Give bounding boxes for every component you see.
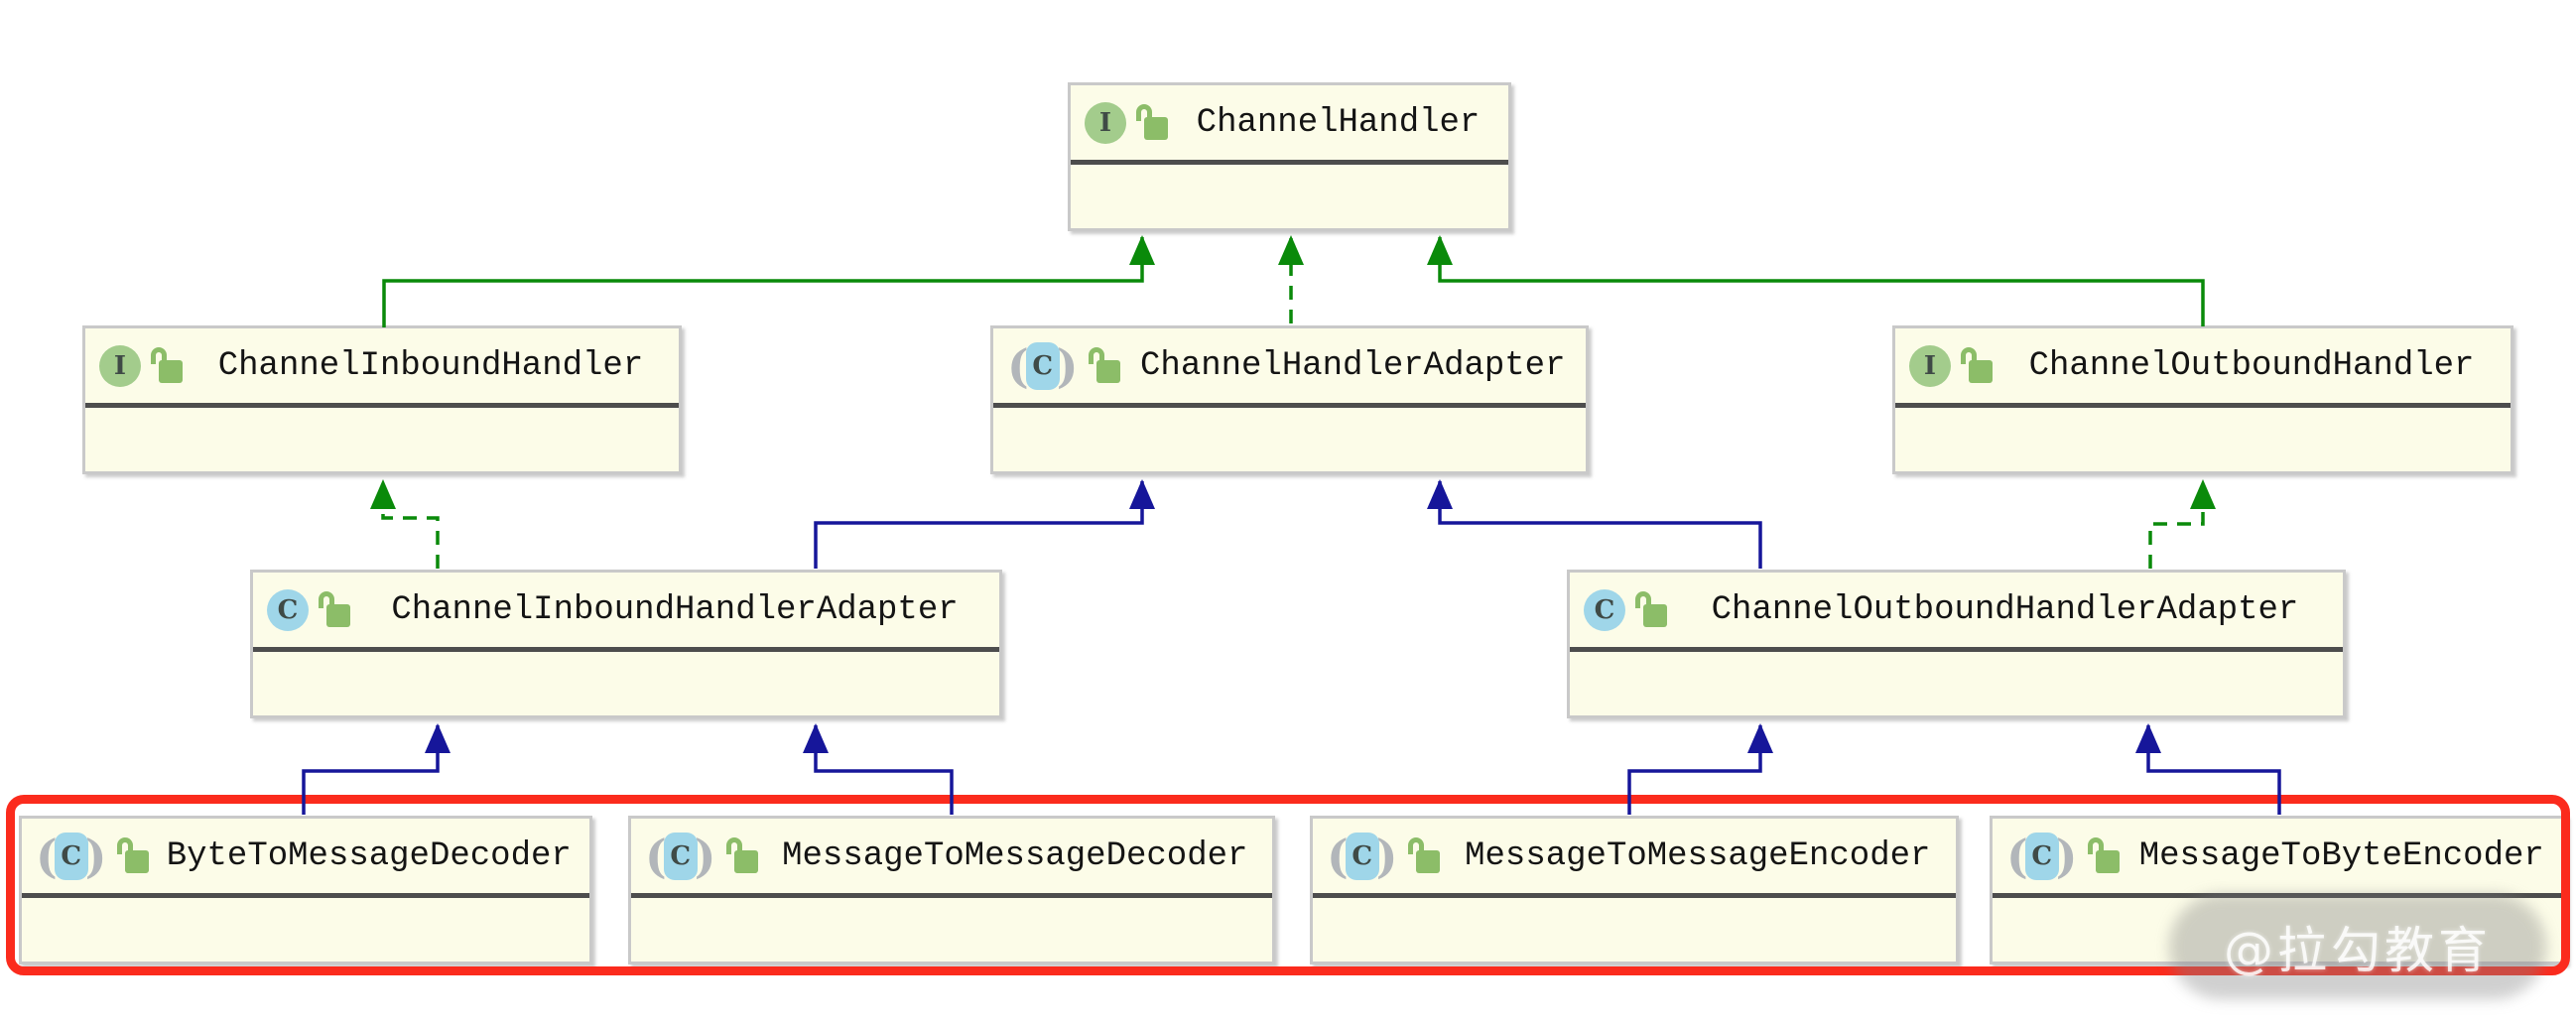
- class-name: MessageToMessageDecoder: [782, 836, 1248, 875]
- highlight-rectangle: [6, 795, 2570, 975]
- abstract-class-icon: ( C ): [645, 829, 716, 883]
- class-box-channelinboundhandleradapter[interactable]: C ChannelInboundHandlerAdapter: [250, 570, 1002, 718]
- interface-icon: I: [1085, 101, 1126, 144]
- class-header: ( C ) MessageToMessageDecoder: [631, 819, 1272, 898]
- unlock-icon: [116, 835, 153, 877]
- unlock-icon: [1088, 345, 1124, 387]
- class-box-messagetomessageencoder[interactable]: ( C ) MessageToMessageEncoder: [1310, 816, 1959, 964]
- class-box-channelhandleradapter[interactable]: ( C ) ChannelHandlerAdapter: [990, 325, 1589, 474]
- class-header: ( C ) ChannelHandlerAdapter: [993, 328, 1586, 408]
- class-box-messagetobyteencoder[interactable]: ( C ) MessageToByteEncoder: [1990, 816, 2567, 964]
- abstract-class-icon: ( C ): [36, 829, 107, 883]
- class-header: ( C ) ByteToMessageDecoder: [22, 819, 589, 898]
- class-icon: C: [267, 588, 309, 631]
- edge-messagetomessageencoder-extends-channeloutboundhandleradapter: [1627, 723, 1773, 815]
- class-header: C ChannelOutboundHandlerAdapter: [1570, 573, 2343, 652]
- class-name: MessageToByteEncoder: [2138, 836, 2544, 875]
- edge-channeloutboundhandleradapter-extends-channelhandleradapter: [1427, 479, 1762, 569]
- class-box-bytetomessagedecoder[interactable]: ( C ) ByteToMessageDecoder: [19, 816, 592, 964]
- class-header: I ChannelOutboundHandler: [1895, 328, 2511, 408]
- unlock-icon: [725, 835, 762, 877]
- class-box-channeloutboundhandleradapter[interactable]: C ChannelOutboundHandlerAdapter: [1567, 570, 2346, 718]
- edge-bytetomessagedecoder-extends-channelinboundhandleradapter: [302, 723, 451, 815]
- unlock-icon: [319, 589, 354, 631]
- class-header: I ChannelHandler: [1071, 85, 1508, 165]
- class-name: ChannelInboundHandlerAdapter: [391, 590, 959, 629]
- edge-channeloutboundhandler-extends-channelhandler: [1427, 235, 2205, 326]
- edge-channeloutboundhandleradapter-implements-channeloutboundhandler: [2148, 479, 2216, 569]
- class-name: ChannelHandler: [1196, 103, 1481, 142]
- class-name: ChannelOutboundHandler: [2028, 346, 2475, 385]
- abstract-class-icon: ( C ): [1327, 829, 1398, 883]
- class-header: C ChannelInboundHandlerAdapter: [253, 573, 999, 652]
- interface-icon: I: [1909, 344, 1951, 387]
- class-name: ChannelOutboundHandlerAdapter: [1711, 590, 2299, 629]
- class-box-channelhandler[interactable]: I ChannelHandler: [1068, 82, 1511, 231]
- unlock-icon: [1961, 345, 1996, 387]
- edge-channelinboundhandleradapter-implements-channelinboundhandler: [370, 479, 440, 569]
- class-icon: C: [1584, 588, 1625, 631]
- class-box-messagetomessagedecoder[interactable]: ( C ) MessageToMessageDecoder: [628, 816, 1275, 964]
- class-name: ByteToMessageDecoder: [166, 836, 572, 875]
- abstract-class-icon: ( C ): [1007, 338, 1079, 393]
- class-header: I ChannelInboundHandler: [85, 328, 679, 408]
- class-header: ( C ) MessageToByteEncoder: [1993, 819, 2564, 898]
- edge-channelinboundhandler-extends-channelhandler: [382, 235, 1155, 327]
- unlock-icon: [2087, 835, 2124, 877]
- watermark-text: @拉勾教育: [2224, 922, 2492, 979]
- abstract-class-icon: ( C ): [2006, 829, 2078, 883]
- class-name: ChannelHandlerAdapter: [1140, 346, 1566, 385]
- unlock-icon: [1136, 102, 1172, 144]
- class-box-channelinboundhandler[interactable]: I ChannelInboundHandler: [82, 325, 682, 474]
- unlock-icon: [1407, 835, 1444, 877]
- edge-messagetomessagedecoder-extends-channelinboundhandleradapter: [803, 723, 954, 815]
- class-name: ChannelInboundHandler: [217, 346, 644, 385]
- interface-icon: I: [99, 344, 141, 387]
- watermark-pill: [2169, 894, 2546, 999]
- edge-messagetobyteencoder-extends-channeloutboundhandleradapter: [2135, 723, 2281, 815]
- unlock-icon: [151, 345, 187, 387]
- edge-channelinboundhandleradapter-extends-channelhandleradapter: [814, 479, 1155, 569]
- class-header: ( C ) MessageToMessageEncoder: [1313, 819, 1956, 898]
- class-name: MessageToMessageEncoder: [1465, 836, 1931, 875]
- class-box-channeloutboundhandler[interactable]: I ChannelOutboundHandler: [1892, 325, 2513, 474]
- unlock-icon: [1635, 589, 1671, 631]
